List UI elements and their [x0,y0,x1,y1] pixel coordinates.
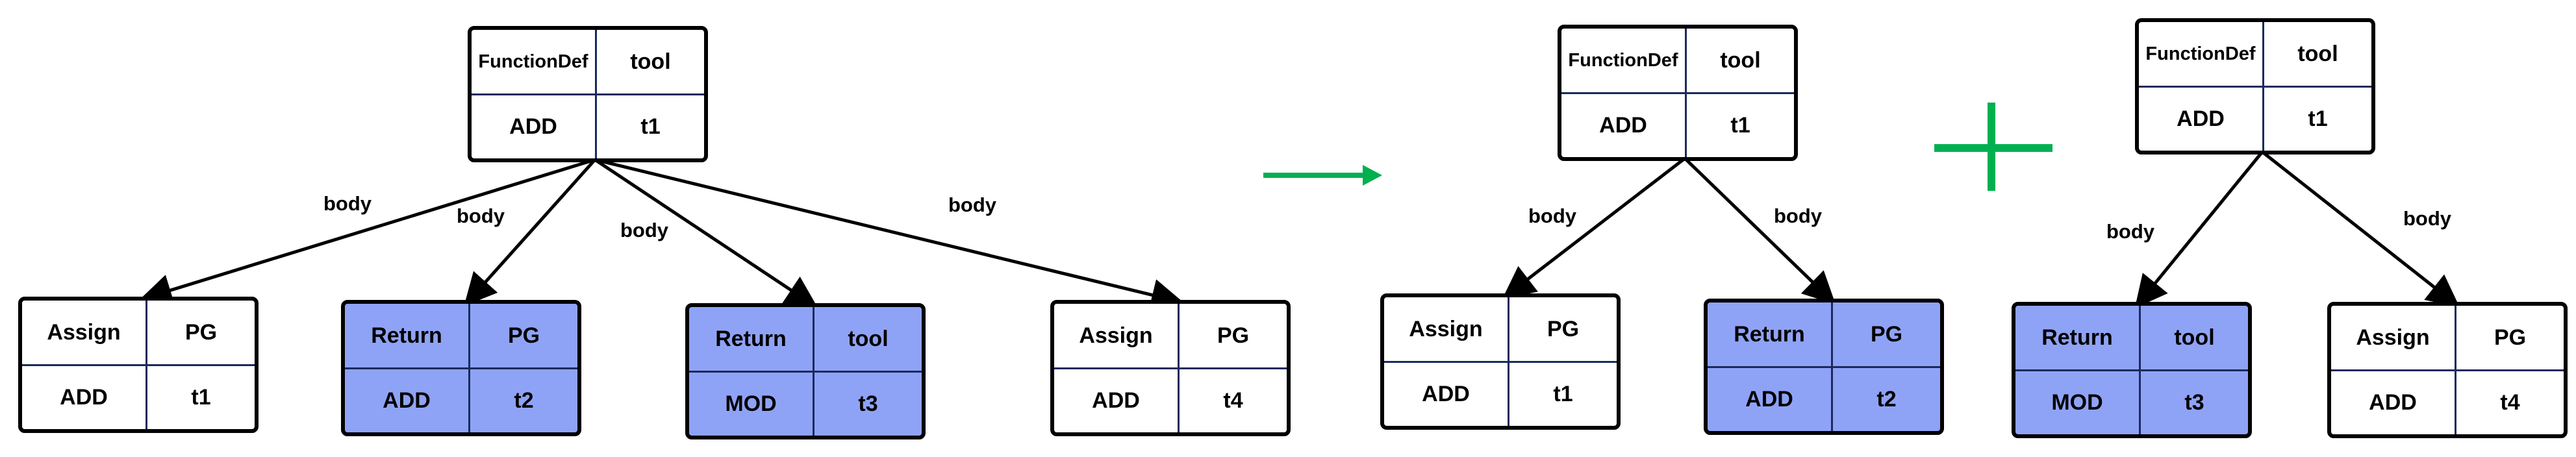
node-id: t4 [1223,388,1243,413]
node-horizontal-divider [1561,92,1794,94]
edge-label-body: body [323,192,372,215]
edge-label-body: body [2403,207,2452,230]
edge-arrow [594,158,818,308]
node-op: MOD [2051,390,2103,415]
node-type: Assign [2356,325,2430,350]
edge-arrow [1684,157,1836,304]
node-horizontal-divider [345,367,577,369]
node-type: FunctionDef [1568,49,1678,71]
edge-label-body: body [1773,204,1823,227]
edge-label-body: body [456,204,505,227]
child-node-left_tree: Assign PG ADD t4 [1050,300,1291,436]
node-op: ADD [383,388,431,413]
node-horizontal-divider [1054,367,1287,369]
node-horizontal-divider [472,93,704,95]
node-id: t3 [2184,390,2204,415]
node-op: ADD [2369,390,2417,415]
node-id: t1 [191,385,211,410]
node-type: Return [2041,325,2113,350]
node-id: t1 [640,114,661,139]
node-op: MOD [725,391,777,416]
node-horizontal-divider [689,371,922,373]
node-tag: tool [2174,325,2215,350]
node-horizontal-divider [1708,366,1940,368]
node-horizontal-divider [1384,361,1617,363]
node-id: t1 [1553,382,1573,406]
node-type: Return [715,326,787,351]
child-node-left_tree: Assign PG ADD t1 [18,297,259,433]
node-horizontal-divider [22,364,255,366]
node-op: ADD [1422,382,1470,406]
edge-arrow [2261,151,2460,308]
node-tag: tool [1720,47,1761,73]
node-tag: tool [848,326,889,351]
child-node-right_tree_b: Assign PG ADD t4 [2327,302,2568,438]
node-id: t2 [514,388,534,413]
node-type: Assign [1409,316,1483,341]
child-node-right_tree_a: Return PG ADD t2 [1704,299,1944,435]
node-op: ADD [1092,388,1140,413]
node-id: t4 [2500,390,2520,415]
edge-arrow [464,158,596,306]
edge-label-body: body [1528,204,1577,227]
node-type: FunctionDef [478,51,588,72]
node-op: ADD [60,385,108,410]
node-type: FunctionDef [2145,43,2256,64]
node-horizontal-divider [2015,369,2248,371]
node-type: Return [371,323,442,348]
node-tag: PG [1870,321,1903,347]
edge-label-body: body [948,193,997,216]
edge-arrow [139,158,596,306]
node-horizontal-divider [2331,369,2564,371]
node-id: t3 [858,391,878,416]
node-tag: PG [1547,316,1580,341]
node-type: Return [1734,321,1805,347]
node-id: t1 [2308,106,2328,131]
node-type: Assign [1079,323,1153,348]
node-horizontal-divider [2139,86,2371,88]
node-tag: PG [507,323,540,348]
edge-label-body: body [2106,220,2155,243]
node-op: ADD [509,114,557,139]
edge-arrow [594,158,1184,311]
transform-arrow-head [1363,165,1382,186]
node-op: ADD [1745,387,1793,412]
node-tag: tool [630,49,671,74]
child-node-right_tree_a: Assign PG ADD t1 [1380,293,1621,430]
node-id: t2 [1876,387,1897,412]
node-id: t1 [1730,113,1750,138]
node-tag: PG [184,319,218,345]
node-type: Assign [47,319,121,345]
node-tag: PG [1217,323,1250,348]
node-tag: PG [2494,325,2527,350]
node-tag: tool [2297,41,2338,66]
node-op: ADD [1599,113,1647,138]
edge-label-body: body [620,219,669,241]
edge-arrow [2134,151,2264,308]
child-node-left_tree: Return PG ADD t2 [341,300,581,436]
node-op: ADD [2177,106,2225,131]
edge-arrow [1502,157,1686,299]
